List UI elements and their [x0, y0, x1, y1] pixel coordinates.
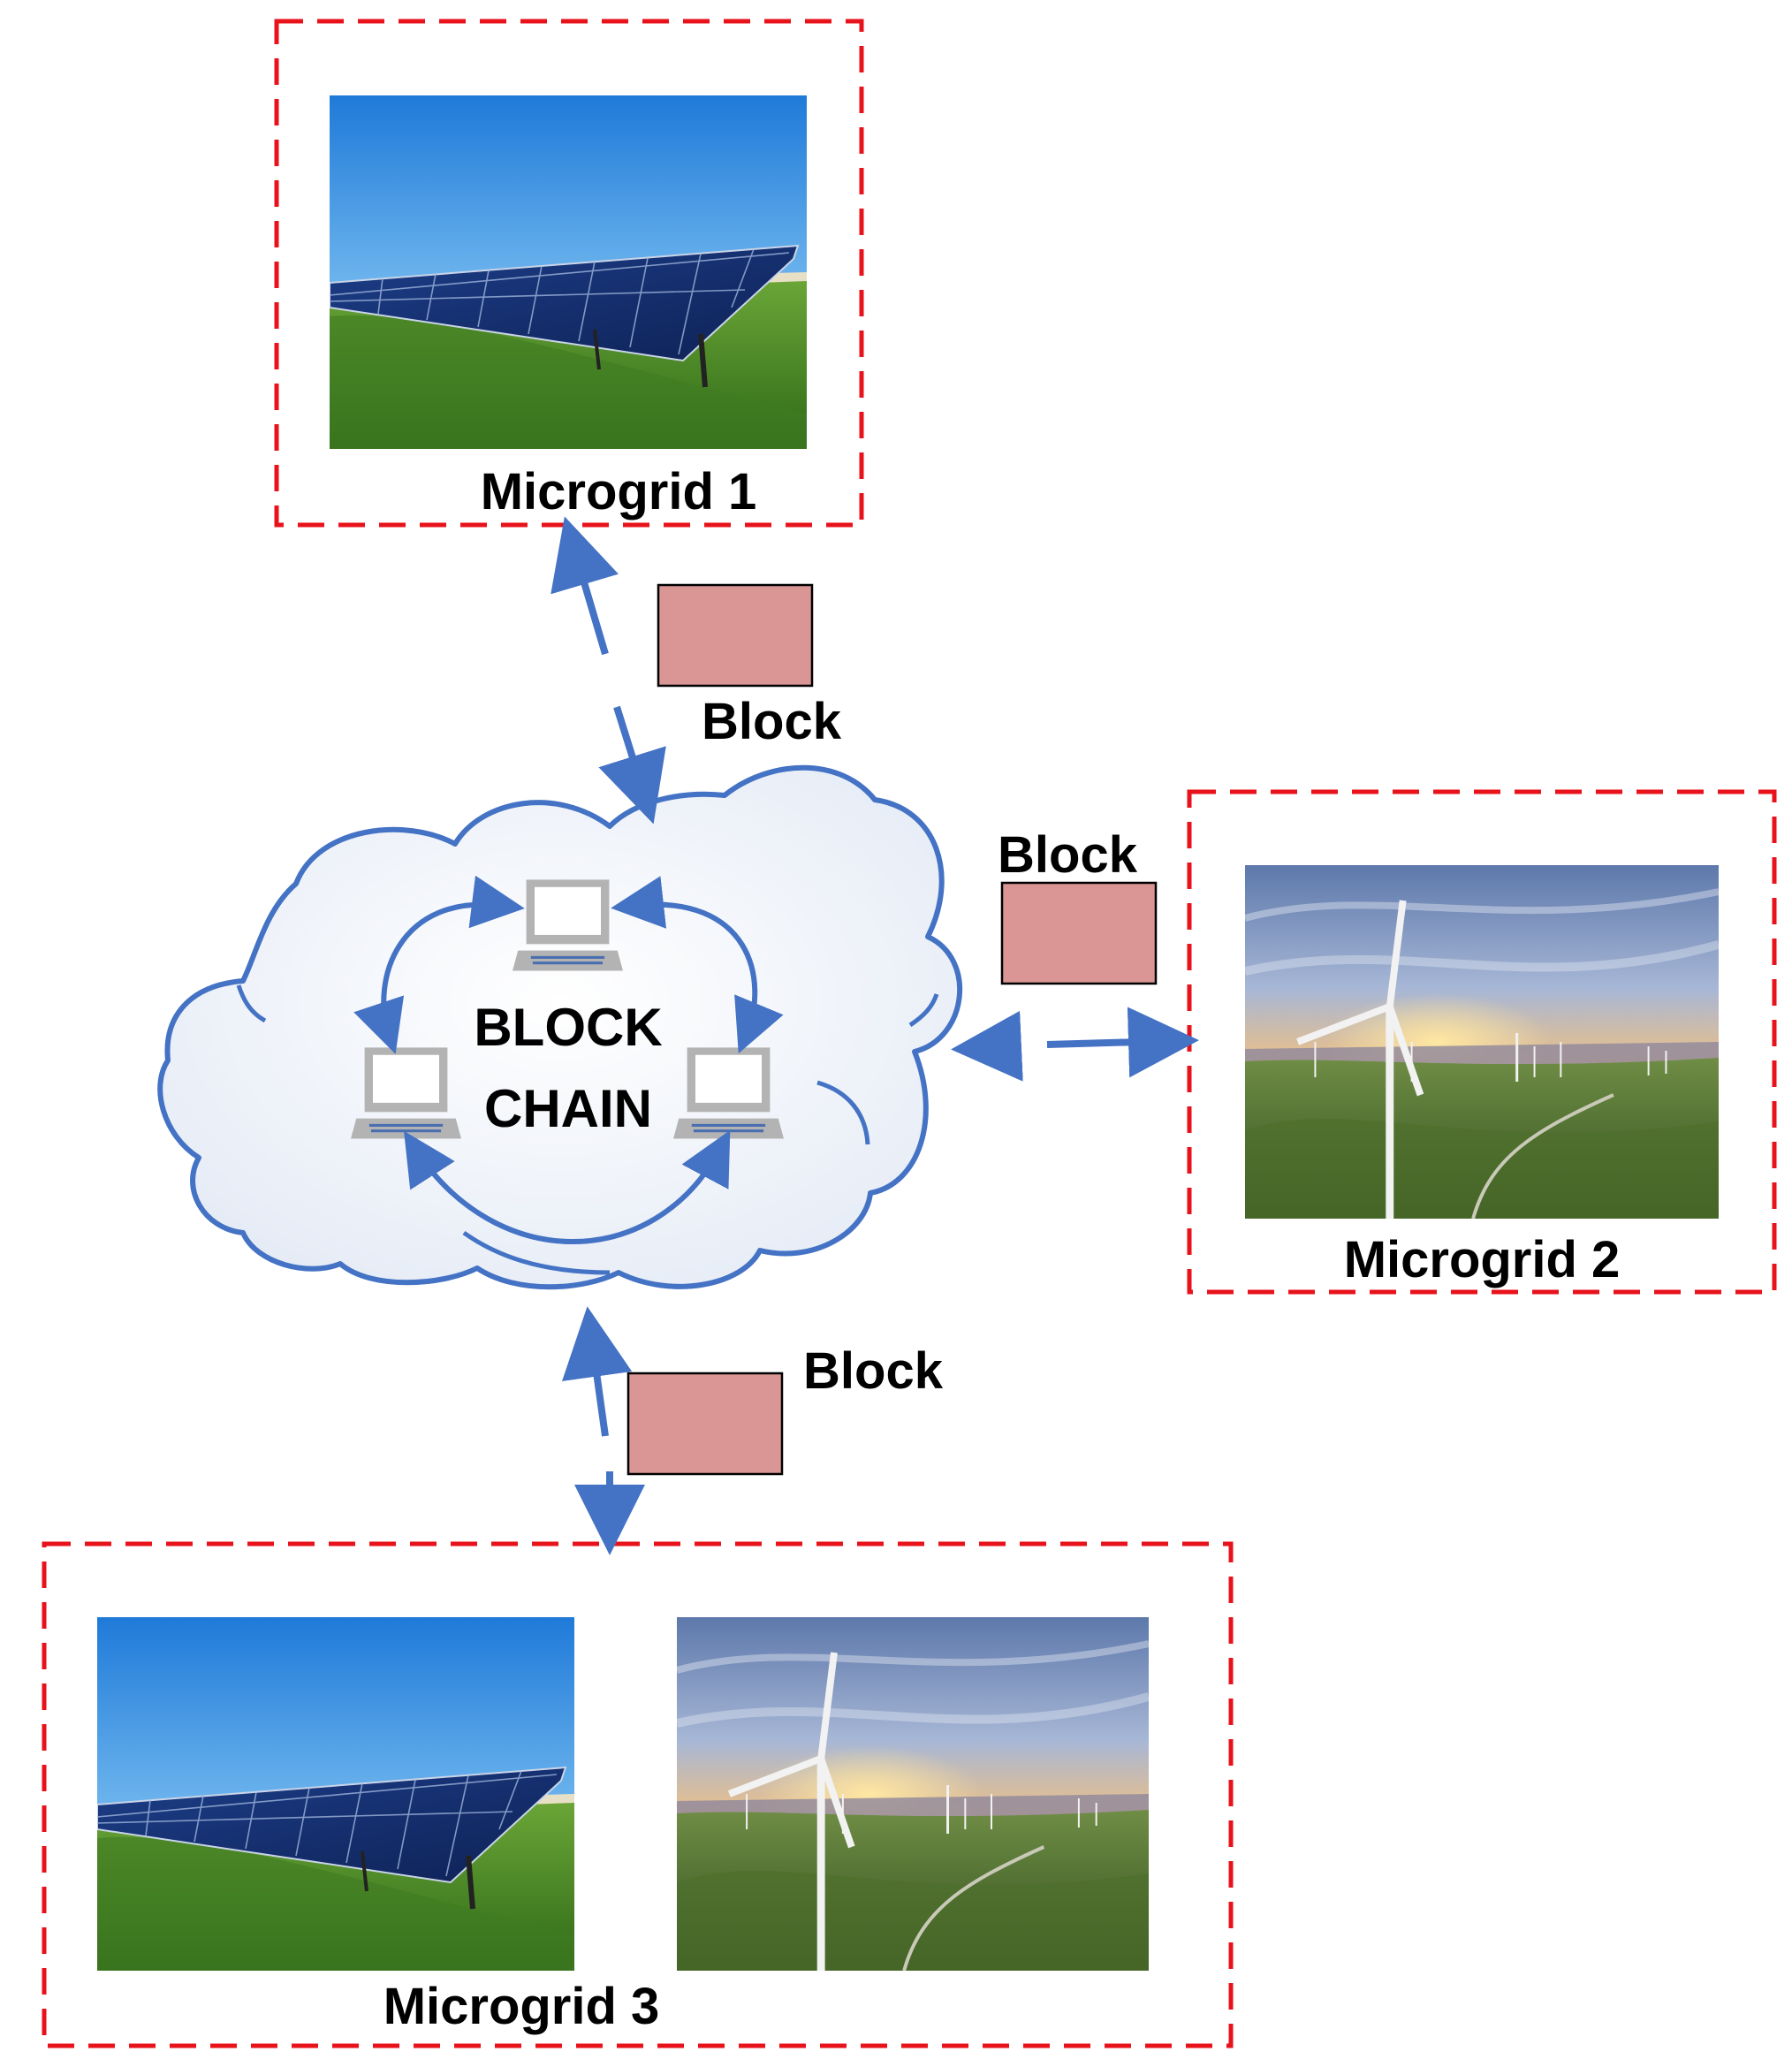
- cloud-inner-curve: [908, 993, 939, 1028]
- arrow-mg2-cloud: [951, 1007, 1199, 1082]
- solar-panel-image: [97, 1617, 574, 1971]
- cloud-inner-curve: [462, 1230, 611, 1275]
- block-box: [626, 1372, 784, 1476]
- p2p-arrow: [353, 875, 525, 1054]
- arrow-mg1-cloud: [551, 516, 666, 825]
- microgrid-3: Microgrid 3: [42, 1541, 1234, 2048]
- microgrid-1: Microgrid 1: [274, 19, 864, 528]
- block-2: Block: [998, 826, 1158, 985]
- block-box: [1000, 881, 1158, 985]
- block-box: [657, 583, 814, 688]
- wind-turbines-image: [1245, 865, 1719, 1219]
- microgrid-1-label: Microgrid 1: [481, 463, 757, 521]
- blockchain-cloud: BLOCK CHAIN: [157, 764, 963, 1290]
- blockchain-label-line1: BLOCK: [474, 998, 662, 1057]
- microgrid-3-label: Microgrid 3: [383, 1978, 660, 2035]
- solar-panel-image: [330, 95, 807, 449]
- microgrid-2: Microgrid 2: [1187, 789, 1777, 1295]
- microgrid-1-dashed-border: [274, 19, 864, 528]
- arrow-mg3-cloud: [561, 1306, 645, 1555]
- p2p-arrow: [404, 1129, 731, 1244]
- block-label: Block: [803, 1342, 944, 1400]
- wind-turbines-image: [677, 1617, 1149, 1971]
- blockchain-label-line2: CHAIN: [484, 1079, 652, 1138]
- block-label: Block: [998, 826, 1138, 884]
- block-3: Block: [626, 1342, 944, 1476]
- laptop-icon: [673, 1047, 784, 1139]
- block-1: Block: [657, 583, 842, 750]
- block-label: Block: [702, 693, 842, 750]
- laptop-icon: [513, 879, 623, 971]
- microgrid-2-label: Microgrid 2: [1344, 1231, 1621, 1288]
- cloud-inner-curve: [236, 984, 267, 1023]
- laptop-icon: [351, 1047, 461, 1139]
- p2p-arrow: [611, 876, 784, 1054]
- cloud-inner-curve: [816, 1080, 870, 1145]
